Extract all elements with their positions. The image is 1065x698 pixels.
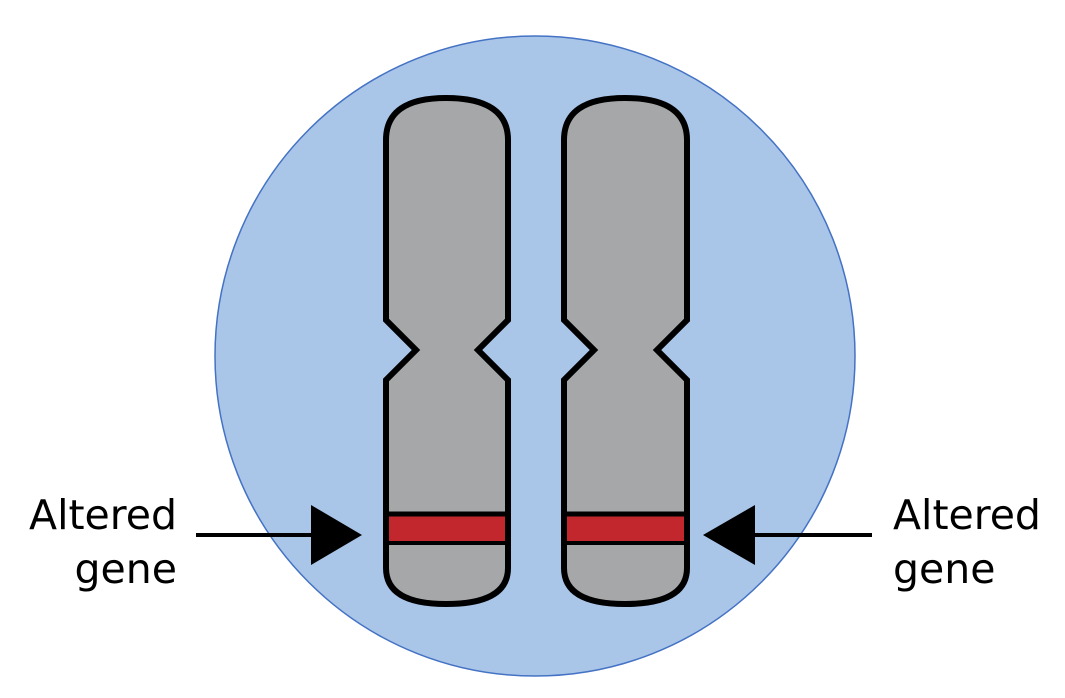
arrow-right-icon bbox=[196, 505, 362, 565]
label-right-line2: gene bbox=[893, 545, 996, 593]
chromosome-left-body bbox=[383, 94, 511, 608]
cell-circle bbox=[214, 35, 856, 677]
label-right-line1: Altered bbox=[893, 491, 1041, 539]
altered-gene-label-left: Altered gene bbox=[29, 488, 177, 596]
chromosome-right-body bbox=[561, 94, 690, 608]
gene-band-right bbox=[567, 514, 684, 542]
gene-band-left bbox=[389, 514, 505, 542]
chromosome-left bbox=[383, 94, 511, 608]
label-left-line1: Altered bbox=[29, 491, 177, 539]
arrow-left-icon bbox=[703, 505, 872, 565]
altered-gene-label-right: Altered gene bbox=[893, 488, 1041, 596]
chromosome-right bbox=[561, 94, 690, 608]
label-left-line2: gene bbox=[74, 545, 177, 593]
